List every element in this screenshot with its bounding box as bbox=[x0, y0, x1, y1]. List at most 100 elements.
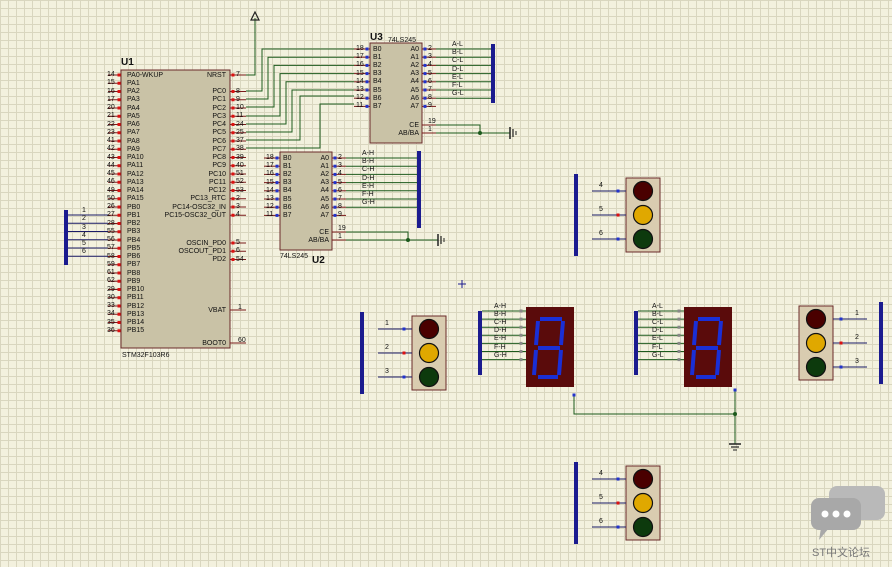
display-common-wire bbox=[573, 390, 736, 415]
u1-body bbox=[120, 69, 231, 349]
u3-ce-wire bbox=[436, 124, 481, 133]
u2-pin-number: 7 bbox=[338, 195, 342, 202]
u1-pin-number: 15 bbox=[107, 79, 115, 87]
u1-pin-number: 26 bbox=[107, 203, 115, 210]
pin-marker bbox=[275, 197, 279, 201]
display_right-net-label: B-L bbox=[652, 311, 663, 319]
pin-marker bbox=[231, 131, 235, 135]
u2-pin-name: B0 bbox=[283, 154, 292, 162]
u3-junction bbox=[478, 131, 482, 135]
pin-marker bbox=[839, 317, 843, 321]
u3-pin-name: A2 bbox=[410, 61, 419, 69]
amber-lamp bbox=[632, 204, 654, 226]
display_left-segment bbox=[532, 349, 538, 376]
traffic-light-pin-number: 2 bbox=[385, 344, 389, 351]
u3-net-label: A-L bbox=[452, 41, 463, 48]
u3-pin-number: 7 bbox=[428, 86, 432, 93]
bus-entry-number: 6 bbox=[82, 248, 86, 256]
u1-pin-number: 27 bbox=[107, 211, 115, 219]
u1-pin-name: PA0-WKUP bbox=[127, 71, 164, 79]
pin-marker bbox=[231, 156, 235, 159]
display_right-net-label: C-L bbox=[652, 319, 664, 327]
u1-pin-number: 24 bbox=[236, 120, 244, 128]
u1-pin-name: VBAT bbox=[208, 307, 226, 314]
traffic-light-pin-number: 6 bbox=[599, 230, 603, 237]
pin-marker bbox=[365, 47, 369, 51]
u2-body bbox=[279, 151, 333, 251]
pin-marker bbox=[117, 81, 121, 85]
u1-pin-name: PA5 bbox=[127, 112, 140, 120]
u1-pin-number: 50 bbox=[107, 194, 115, 202]
pin-marker bbox=[231, 147, 235, 151]
power-terminal-icon bbox=[250, 10, 260, 21]
pin-marker bbox=[423, 72, 427, 76]
pin-marker bbox=[231, 98, 235, 102]
u1-pin-name: PB1 bbox=[127, 211, 141, 219]
u1-pin-name: PB4 bbox=[127, 236, 141, 244]
green-lamp bbox=[805, 356, 827, 378]
u3-pin-number: 2 bbox=[428, 45, 432, 52]
pin-marker bbox=[333, 181, 337, 185]
u1-pin-name: PB13 bbox=[127, 310, 145, 318]
pin-marker bbox=[231, 249, 235, 253]
display-junction bbox=[733, 412, 737, 416]
u1-to-u3-wire bbox=[246, 103, 354, 149]
u1-pin-number: 53 bbox=[236, 186, 244, 194]
pin-marker bbox=[117, 296, 121, 300]
u1-pin-name: PA4 bbox=[127, 104, 140, 112]
display_left-net-label: A-H bbox=[494, 303, 507, 310]
green-lamp bbox=[418, 366, 440, 388]
pin-marker bbox=[231, 73, 235, 77]
red-lamp bbox=[632, 468, 654, 490]
pin-marker bbox=[423, 55, 427, 59]
pin-marker bbox=[519, 358, 523, 362]
pin-marker bbox=[275, 213, 279, 217]
u1-pin-name: PA12 bbox=[127, 170, 144, 178]
pin-marker bbox=[616, 525, 620, 529]
pin-marker bbox=[616, 477, 620, 481]
pin-marker bbox=[231, 90, 235, 93]
u1-pin-name: PC15-OSC32_OUT bbox=[164, 211, 226, 219]
pin-marker bbox=[231, 123, 235, 126]
u1-pin-number: 1 bbox=[238, 304, 242, 311]
u1-pin-number: 58 bbox=[107, 252, 115, 260]
pin-marker bbox=[677, 317, 681, 321]
u1-pin-number: 49 bbox=[107, 186, 115, 194]
pin-marker bbox=[402, 327, 406, 331]
amber-lamp bbox=[632, 492, 654, 514]
u1-pin-number: 7 bbox=[236, 71, 240, 78]
pin-marker bbox=[333, 197, 337, 201]
pin-marker bbox=[117, 172, 121, 176]
pin-marker bbox=[117, 246, 121, 250]
red-lamp bbox=[418, 318, 440, 340]
u1-pin-number: 3 bbox=[236, 203, 240, 210]
pin-marker bbox=[231, 180, 235, 184]
u1-pin-number: 23 bbox=[107, 128, 115, 136]
pin-marker bbox=[423, 88, 427, 92]
u1-pin-name: PC3 bbox=[212, 112, 226, 120]
green-lamp bbox=[632, 228, 654, 250]
u3-net-label: E-L bbox=[452, 73, 463, 81]
u3-pin-name: B4 bbox=[373, 78, 382, 86]
pin-marker bbox=[117, 321, 121, 324]
u1-pin-name: PC12 bbox=[208, 187, 226, 194]
u1-to-u3-wire bbox=[246, 73, 354, 117]
pin-marker bbox=[117, 180, 121, 184]
u3-net-label: F-L bbox=[452, 82, 463, 89]
u1-pin-number: 11 bbox=[236, 112, 244, 120]
pin-marker bbox=[365, 96, 369, 100]
u2-pin-number: 5 bbox=[338, 178, 342, 186]
u1-pin-name: PC8 bbox=[212, 154, 226, 161]
display_left-net-label: D-H bbox=[494, 327, 507, 335]
u1-pin-number: 33 bbox=[107, 302, 115, 309]
u3-pin-name: B5 bbox=[373, 86, 382, 94]
u3-body bbox=[369, 42, 423, 144]
pin-marker bbox=[231, 258, 235, 261]
pin-marker bbox=[117, 279, 121, 283]
red-lamp bbox=[632, 180, 654, 202]
u1-pin-name: PA2 bbox=[127, 88, 140, 95]
display_left-net-label: B-H bbox=[494, 311, 507, 319]
pin-marker bbox=[231, 172, 235, 176]
u2-pin-number: 16 bbox=[266, 170, 274, 178]
